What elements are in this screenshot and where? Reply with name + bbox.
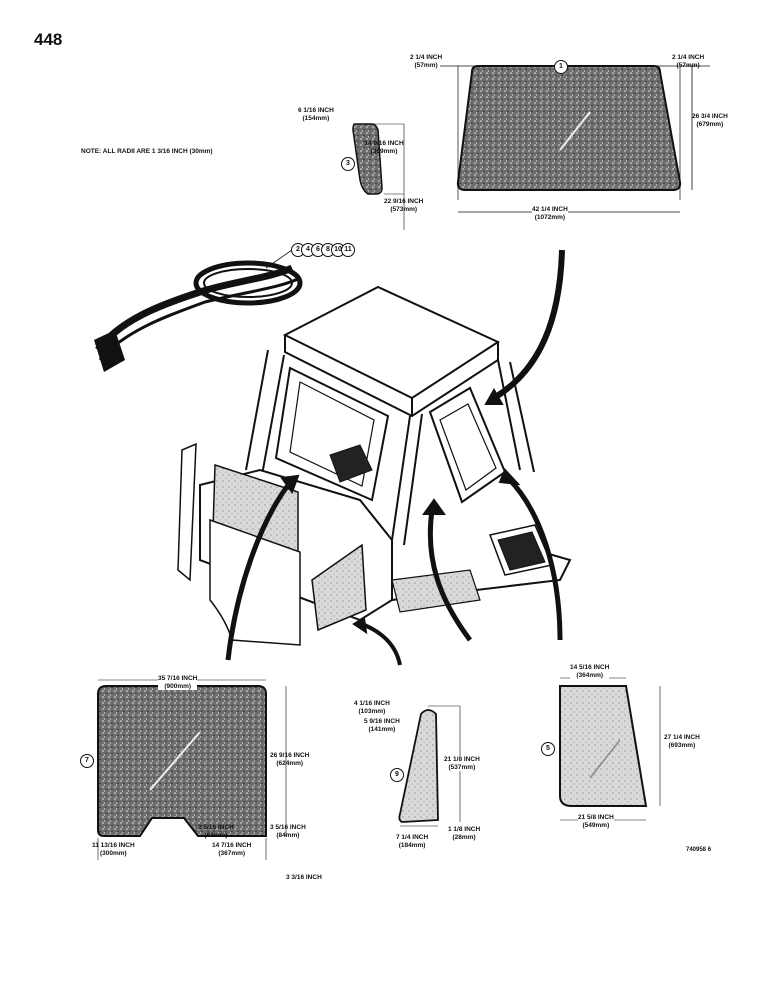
right-bottom-label: 21 5/8 INCH(549mm) — [578, 814, 614, 829]
top-window-glass — [440, 65, 710, 213]
top-width-label: 42 1/4 INCH(1072mm) — [532, 206, 568, 221]
right-top-label: 14 5/16 INCH(364mm) — [570, 664, 610, 679]
tri-bottom-right-label: 1 1/8 INCH(28mm) — [448, 826, 481, 841]
radii-note: NOTE: ALL RADII ARE 1 3/16 INCH (30mm) — [81, 148, 213, 155]
page-number: 448 — [34, 30, 63, 49]
reference-number: 740958 6 — [686, 847, 712, 853]
top-left-corner-label: 2 1/4 INCH(57mm) — [410, 54, 443, 69]
tri-height-label: 21 1/8 INCH(537mm) — [444, 756, 480, 771]
tri-bottom-label: 7 1/4 INCH(184mm) — [396, 834, 429, 849]
top-right-corner-label: 2 1/4 INCH(57mm) — [672, 54, 705, 69]
small-height-label: 22 9/16 INCH(573mm) — [384, 198, 424, 213]
right-height-label: 27 1/4 INCH(693mm) — [664, 734, 700, 749]
callout-9: 9 — [390, 768, 404, 782]
bottom-dimension-label: 3 3/16 INCH — [286, 874, 322, 881]
top-height-label: 26 3/4 INCH(679mm) — [692, 113, 728, 128]
tri-top-label: 4 1/16 INCH(103mm) — [354, 700, 390, 715]
callout-3: 3 — [341, 157, 355, 171]
callout-5: 5 — [541, 742, 555, 756]
left-width-label: 35 7/16 INCH(900mm) — [158, 675, 198, 690]
right-part-label: 14 7/16 INCH(367mm) — [212, 842, 252, 857]
seal-strip — [94, 249, 303, 372]
small-upper-label: 14 9/16 INCH(369mm) — [364, 140, 404, 155]
left-height-label: 26 9/16 INCH(624mm) — [270, 752, 310, 767]
tri-upper-label: 5 9/16 INCH(141mm) — [364, 718, 400, 733]
left-notch-right-label: 3 5/16 INCH(84mm) — [270, 824, 306, 839]
callout-seal-11: 11 — [341, 243, 355, 257]
left-part-label: 11 13/16 INCH(300mm) — [92, 842, 135, 857]
small-window-glass — [352, 123, 405, 230]
callout-7: 7 — [80, 754, 94, 768]
left-window-glass — [97, 679, 287, 860]
right-window-glass — [559, 677, 661, 821]
small-top-label: 6 1/16 INCH(154mm) — [298, 107, 334, 122]
cab-illustration — [177, 249, 572, 666]
left-notch-height-label: 3 5/16 INCH(84mm) — [198, 824, 234, 839]
callout-1: 1 — [554, 60, 568, 74]
